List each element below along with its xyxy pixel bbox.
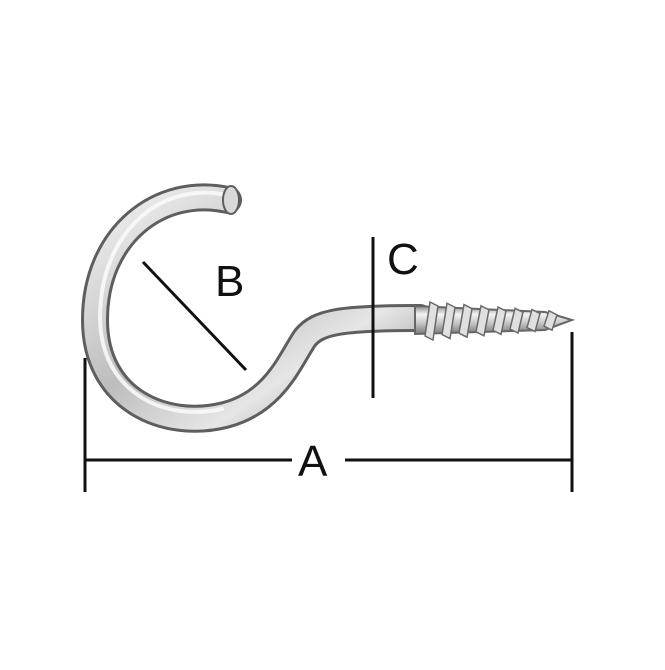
thread-crest xyxy=(509,307,524,335)
dimension-a-label: A xyxy=(292,440,334,484)
thread-crest xyxy=(526,308,541,333)
screw-threads xyxy=(424,300,558,342)
hook-wire xyxy=(81,183,434,433)
dimension-b-line xyxy=(141,260,248,372)
thread-crest xyxy=(441,302,456,340)
dimension-lines xyxy=(83,237,574,492)
thread-crest xyxy=(492,305,507,336)
threaded-shank xyxy=(414,300,576,342)
dimension-b-label: B xyxy=(209,260,251,304)
thread-crest xyxy=(543,309,558,332)
wire-end-cut xyxy=(222,185,240,215)
thread-crest xyxy=(475,304,490,337)
thread-crest xyxy=(458,303,473,339)
thread-crest xyxy=(424,300,439,342)
dimension-c-label: C xyxy=(381,238,425,282)
